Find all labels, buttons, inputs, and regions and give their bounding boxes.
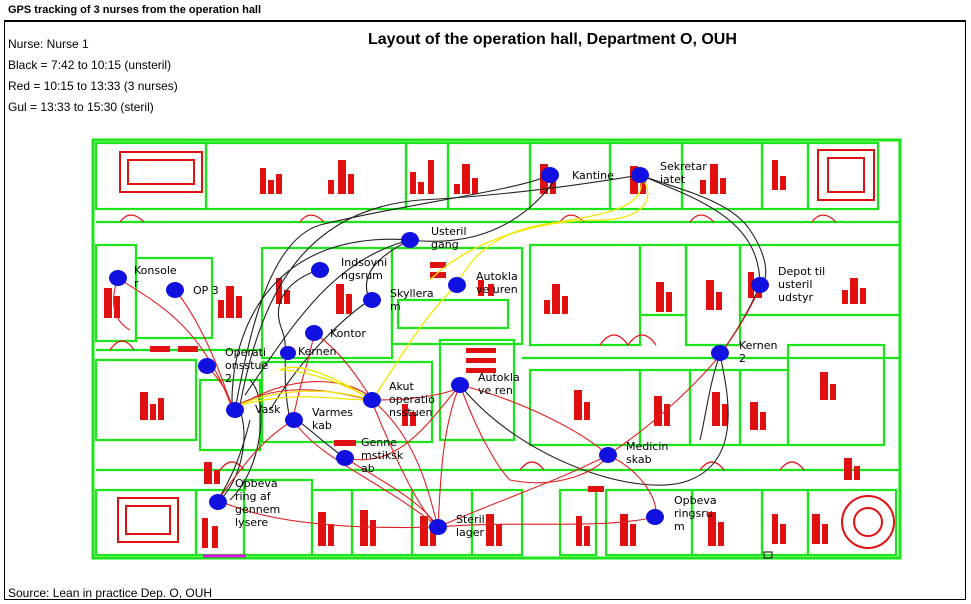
label-op3: OP 3 bbox=[193, 284, 219, 297]
stairwells bbox=[117, 149, 895, 549]
legend-red: Red = 10:15 to 13:33 (3 nurses) bbox=[8, 79, 178, 93]
floorplan-title: Layout of the operation hall, Department… bbox=[368, 31, 737, 48]
label-kontor: Kontor bbox=[330, 327, 366, 340]
legend-black: Black = 7:42 to 10:15 (unsteril) bbox=[8, 58, 172, 72]
label-kantine: Kantine bbox=[572, 169, 614, 182]
figure-title: GPS tracking of 3 nurses from the operat… bbox=[8, 4, 262, 16]
location-markers bbox=[109, 167, 769, 535]
room-walls bbox=[94, 141, 902, 557]
nurse-label: Nurse: Nurse 1 bbox=[8, 37, 89, 51]
legend-yellow: Gul = 13:33 to 15:30 (steril) bbox=[8, 100, 154, 114]
building-outline bbox=[91, 138, 902, 560]
exit-marker bbox=[763, 551, 773, 559]
track-black bbox=[217, 174, 767, 501]
equipment-blocks bbox=[104, 160, 866, 548]
label-vask: Vask bbox=[255, 403, 281, 416]
track-yellow bbox=[231, 174, 649, 409]
label-kernen: Kernen bbox=[298, 345, 337, 358]
figure-frame bbox=[4, 20, 966, 600]
source-note: Source: Lean in practice Dep. O, OUH bbox=[8, 586, 213, 600]
